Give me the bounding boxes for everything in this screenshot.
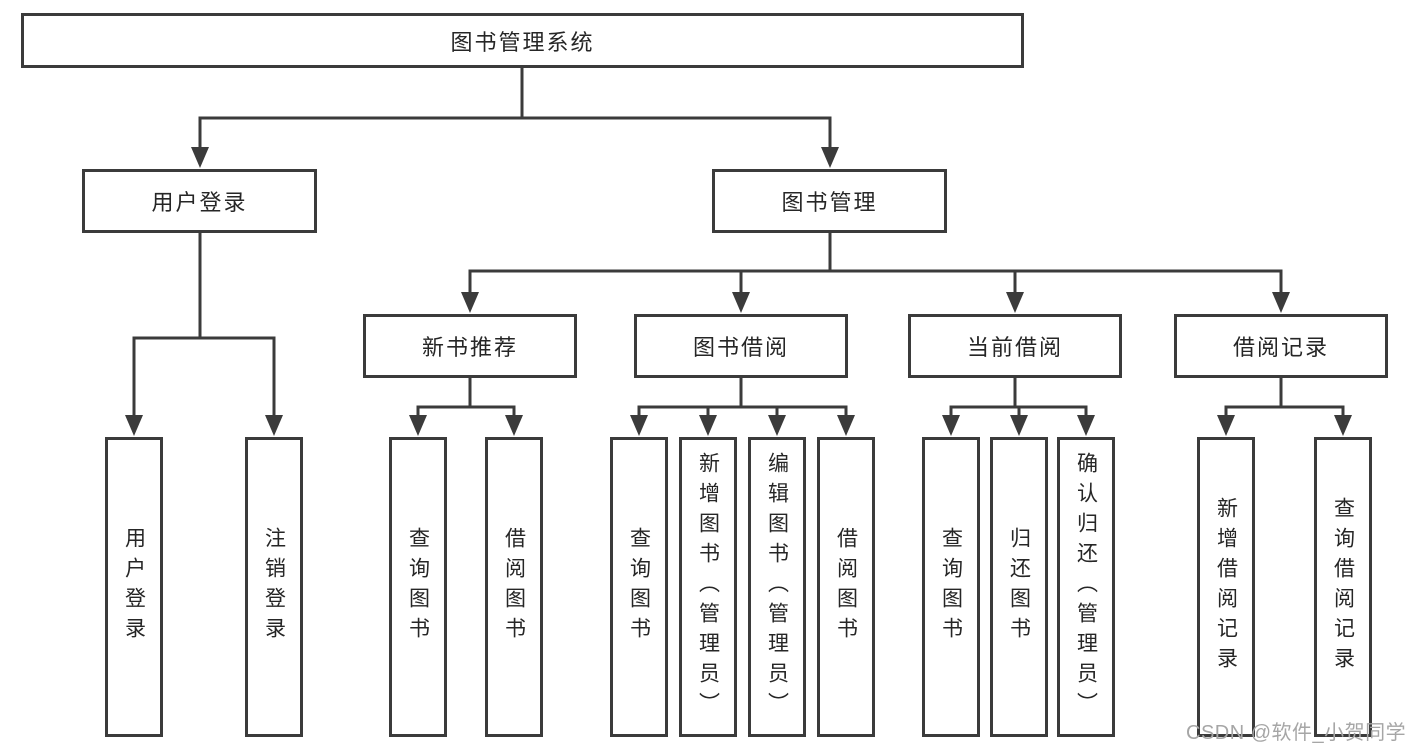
node-query-books-borrowing: 查询图书 bbox=[610, 437, 668, 737]
node-label: 当前借阅 bbox=[966, 335, 1063, 360]
node-borrowing-records: 借阅记录 bbox=[1174, 314, 1388, 378]
node-return-books: 归还图书 bbox=[990, 437, 1048, 737]
connector-current-borrowing-children bbox=[942, 378, 1095, 436]
node-query-books-recommend: 查询图书 bbox=[389, 437, 447, 737]
connector-book-management-children bbox=[461, 233, 1290, 313]
node-label: 借阅图书 bbox=[502, 527, 526, 647]
node-label: 图书管理 bbox=[781, 190, 878, 215]
csdn-watermark: CSDN @软件_小贺同学 bbox=[1186, 722, 1405, 744]
connector-new-book-recommend-children bbox=[409, 378, 523, 436]
node-confirm-return-admin: 确认归还（管理员） bbox=[1057, 437, 1115, 737]
node-label: 用户登录 bbox=[122, 527, 146, 647]
node-label: 图书管理系统 bbox=[450, 29, 595, 55]
node-borrow-books-recommend: 借阅图书 bbox=[485, 437, 543, 737]
node-label: 用户登录 bbox=[151, 190, 248, 215]
node-label: 借阅图书 bbox=[834, 527, 858, 647]
node-library-management-system: 图书管理系统 bbox=[21, 13, 1024, 68]
node-user-login-action: 用户登录 bbox=[105, 437, 163, 737]
node-label: 查询图书 bbox=[627, 527, 651, 647]
node-label: 编辑图书（管理员） bbox=[765, 452, 789, 722]
node-label: 归还图书 bbox=[1007, 527, 1031, 647]
connector-user-login-children bbox=[125, 233, 283, 436]
node-label: 查询图书 bbox=[406, 527, 430, 647]
node-query-books-current: 查询图书 bbox=[922, 437, 980, 737]
node-edit-books-admin: 编辑图书（管理员） bbox=[748, 437, 806, 737]
node-query-borrow-record: 查询借阅记录 bbox=[1314, 437, 1372, 737]
node-label: 查询借阅记录 bbox=[1331, 497, 1355, 677]
node-add-books-admin: 新增图书（管理员） bbox=[679, 437, 737, 737]
node-label: 借阅记录 bbox=[1232, 335, 1329, 360]
node-label: 确认归还（管理员） bbox=[1074, 452, 1098, 722]
node-label: 新增借阅记录 bbox=[1214, 497, 1238, 677]
node-label: 注销登录 bbox=[262, 527, 286, 647]
node-label: 图书借阅 bbox=[692, 335, 789, 360]
node-logout-action: 注销登录 bbox=[245, 437, 303, 737]
node-user-login: 用户登录 bbox=[82, 169, 317, 233]
node-book-borrowing: 图书借阅 bbox=[634, 314, 848, 378]
node-borrow-books-borrowing: 借阅图书 bbox=[817, 437, 875, 737]
node-label: 查询图书 bbox=[939, 527, 963, 647]
node-label: 新书推荐 bbox=[421, 335, 518, 360]
node-new-book-recommend: 新书推荐 bbox=[363, 314, 577, 378]
connector-borrowing-records-children bbox=[1217, 378, 1352, 436]
connector-root-to-level2 bbox=[191, 68, 839, 168]
node-label: 新增图书（管理员） bbox=[696, 452, 720, 722]
node-current-borrowing: 当前借阅 bbox=[908, 314, 1122, 378]
connector-book-borrowing-children bbox=[630, 378, 855, 436]
node-book-management: 图书管理 bbox=[712, 169, 947, 233]
node-add-borrow-record: 新增借阅记录 bbox=[1197, 437, 1255, 737]
